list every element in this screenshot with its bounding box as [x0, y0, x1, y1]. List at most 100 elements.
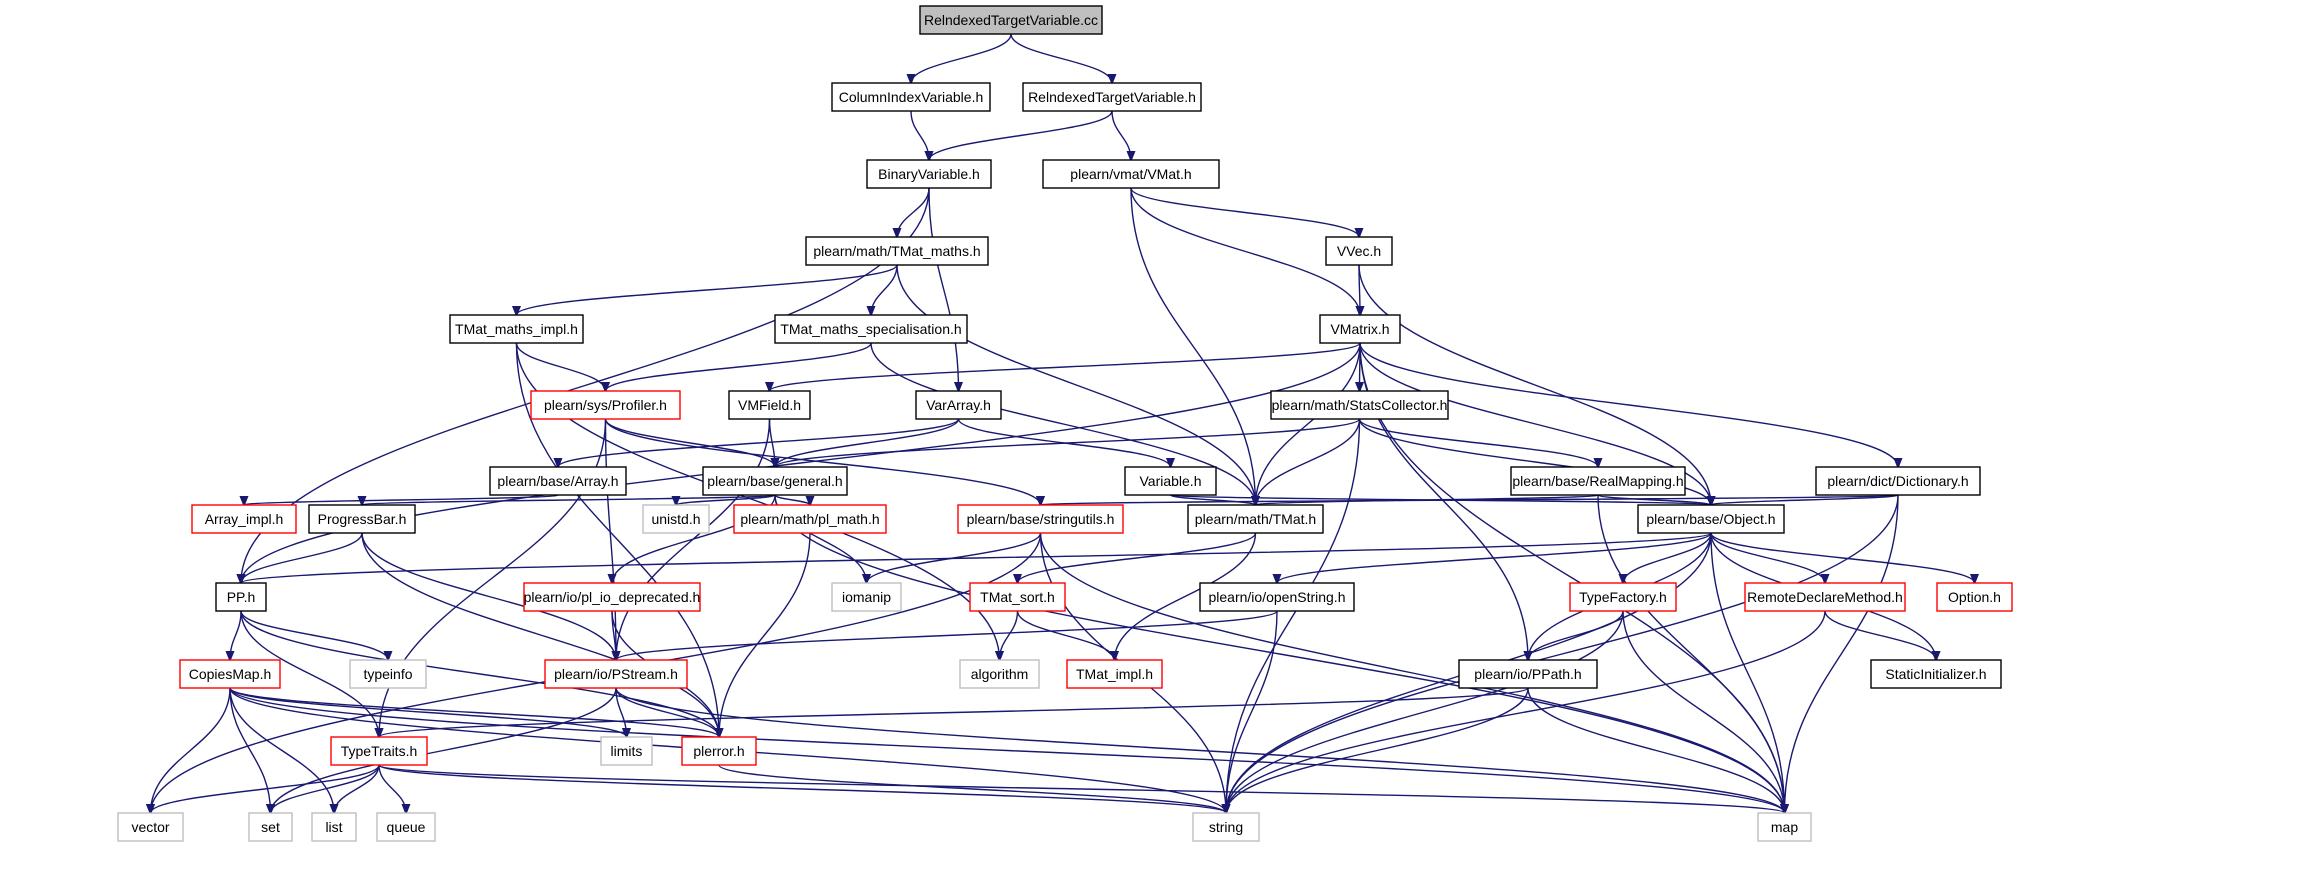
node-label: ColumnIndexVariable.h	[839, 89, 984, 105]
node-box	[681, 736, 757, 766]
node-tmatmaths[interactable]: plearn/math/TMat_maths.h	[805, 236, 989, 266]
node-array[interactable]: plearn/base/Array.h	[489, 466, 627, 496]
node-vararray[interactable]: VarArray.h	[915, 390, 1002, 420]
node-label: plearn/sys/Profiler.h	[544, 397, 667, 413]
include-edge-vmatrix-to-vmfield	[770, 342, 1361, 391]
node-ppath[interactable]: plearn/io/PPath.h	[1458, 659, 1598, 689]
node-staticinit[interactable]: StaticInitializer.h	[1870, 659, 2002, 689]
node-statscol[interactable]: plearn/math/StatsCollector.h	[1270, 390, 1449, 420]
node-box	[1192, 812, 1260, 842]
include-edge-openstr-to-pstream	[616, 610, 1278, 660]
include-edge-pstream-to-limits	[615, 687, 627, 737]
node-pliodep[interactable]: plearn/io/pl_io_deprecated.h	[523, 582, 701, 612]
node-label: unistd.h	[651, 511, 700, 527]
node-option[interactable]: Option.h	[1936, 582, 2013, 612]
node-box	[544, 659, 688, 689]
node-label: algorithm	[971, 666, 1029, 682]
node-variable[interactable]: Variable.h	[1124, 466, 1217, 496]
node-vmatrix[interactable]: VMatrix.h	[1319, 314, 1401, 344]
node-tmspec[interactable]: TMat_maths_specialisation.h	[774, 314, 968, 344]
node-pp[interactable]: PP.h	[215, 582, 267, 612]
node-label: vector	[131, 819, 169, 835]
node-queue: queue	[376, 812, 436, 842]
node-tmatimpl[interactable]: TMat_impl.h	[1066, 659, 1163, 689]
node-box	[957, 504, 1124, 534]
include-edge-array-to-arrayimpl	[244, 494, 559, 505]
node-box	[702, 466, 848, 496]
include-edge-object-to-option	[1710, 532, 1975, 583]
include-edge-tmsort-to-algorithm	[1000, 610, 1019, 660]
include-edge-vvec-to-object	[1358, 264, 1711, 505]
node-label: plearn/io/PStream.h	[554, 666, 678, 682]
node-tmsort[interactable]: TMat_sort.h	[969, 582, 1066, 612]
node-profiler[interactable]: plearn/sys/Profiler.h	[530, 390, 681, 420]
include-edge-plerror-to-string	[718, 764, 1226, 813]
node-plerror[interactable]: plerror.h	[681, 736, 757, 766]
node-general[interactable]: plearn/base/general.h	[702, 466, 848, 496]
node-box	[1270, 390, 1449, 420]
include-edge-statscol-to-object	[1358, 418, 1712, 505]
node-progress[interactable]: ProgressBar.h	[308, 504, 416, 534]
node-strutils[interactable]: plearn/base/stringutils.h	[957, 504, 1124, 534]
node-vmfield[interactable]: VMField.h	[728, 390, 811, 420]
node-label: TypeFactory.h	[1579, 589, 1667, 605]
node-box	[1022, 82, 1202, 112]
node-tmat[interactable]: plearn/math/TMat.h	[1187, 504, 1324, 534]
node-reidx[interactable]: RelndexedTargetVariable.h	[1022, 82, 1202, 112]
node-vmat[interactable]: plearn/vmat/VMat.h	[1042, 159, 1220, 189]
node-pstream[interactable]: plearn/io/PStream.h	[544, 659, 688, 689]
node-root[interactable]: RelndexedTargetVariable.cc	[919, 5, 1103, 35]
node-openstr[interactable]: plearn/io/openString.h	[1199, 582, 1355, 612]
node-tmimpl[interactable]: TMat_maths_impl.h	[449, 314, 584, 344]
include-edge-vmatrix-to-dict	[1359, 342, 1898, 467]
include-edge-pp-to-typeinfo	[240, 610, 388, 660]
include-edge-tmspec-to-tmat	[870, 342, 1256, 505]
node-label: queue	[387, 819, 426, 835]
node-arrayimpl[interactable]: Array_impl.h	[191, 504, 297, 534]
node-copies[interactable]: CopiesMap.h	[179, 659, 281, 689]
include-edge-pp-to-plerror	[240, 610, 719, 737]
include-edge-statscol-to-tmat	[1256, 418, 1361, 505]
node-box	[311, 812, 357, 842]
node-vvec[interactable]: VVec.h	[1325, 236, 1393, 266]
node-typefac[interactable]: TypeFactory.h	[1569, 582, 1677, 612]
include-edge-tmatmaths-to-tmspec	[871, 264, 898, 315]
include-edge-dict-to-string	[1226, 494, 1899, 813]
include-edge-openstr-to-string	[1226, 610, 1278, 813]
node-realmap[interactable]: plearn/base/RealMapping.h	[1510, 466, 1686, 496]
node-label: plearn/math/StatsCollector.h	[1272, 397, 1448, 413]
node-label: plearn/dict/Dictionary.h	[1827, 473, 1968, 489]
node-box	[642, 504, 710, 534]
node-label: Variable.h	[1139, 473, 1201, 489]
node-box	[308, 504, 416, 534]
node-box	[1510, 466, 1686, 496]
include-edge-typetraits-to-vector	[151, 764, 380, 813]
include-edge-tmatmaths-to-tmimpl	[517, 264, 898, 315]
node-label: typeinfo	[363, 666, 412, 682]
node-colidx[interactable]: ColumnIndexVariable.h	[831, 82, 991, 112]
include-edge-strutils-to-map	[1039, 532, 1785, 813]
include-edge-typetraits-to-queue	[378, 764, 406, 813]
node-label: plearn/base/Array.h	[497, 473, 618, 489]
include-edge-binvar-to-vararray	[928, 187, 959, 391]
include-edge-object-to-openstr	[1277, 532, 1712, 583]
node-layer: RelndexedTargetVariable.ccColumnIndexVar…	[117, 5, 2013, 842]
node-box	[1815, 466, 1981, 496]
include-edge-colidx-to-binvar	[910, 110, 929, 160]
node-box	[774, 314, 968, 344]
node-box	[1458, 659, 1598, 689]
node-label: plearn/base/RealMapping.h	[1512, 473, 1683, 489]
node-plmath[interactable]: plearn/math/pl_math.h	[733, 504, 887, 534]
node-label: string	[1209, 819, 1243, 835]
include-edge-profiler-to-pstream	[604, 418, 617, 660]
node-label: plearn/io/pl_io_deprecated.h	[524, 589, 701, 605]
node-binvar[interactable]: BinaryVariable.h	[866, 159, 992, 189]
node-dict[interactable]: plearn/dict/Dictionary.h	[1815, 466, 1981, 496]
node-label: Array_impl.h	[205, 511, 284, 527]
node-box	[1936, 582, 2013, 612]
node-typetraits[interactable]: TypeTraits.h	[330, 736, 428, 766]
node-object[interactable]: plearn/base/Object.h	[1637, 504, 1785, 534]
include-edge-typefac-to-string	[1226, 610, 1624, 813]
node-remdecl[interactable]: RemoteDeclareMethod.h	[1744, 582, 1906, 612]
node-label: plearn/io/PPath.h	[1474, 666, 1581, 682]
